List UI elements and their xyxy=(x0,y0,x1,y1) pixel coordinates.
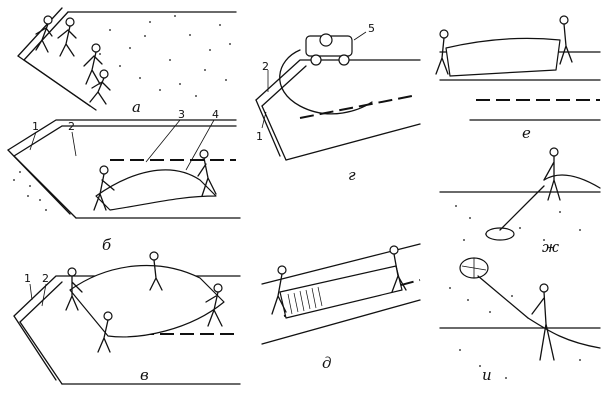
hose xyxy=(527,317,601,349)
callout-2: 2 xyxy=(262,60,269,73)
hose xyxy=(543,174,601,189)
centerline-marking xyxy=(299,95,413,119)
worker-figure xyxy=(531,283,555,361)
vibrating-plate xyxy=(485,227,515,241)
callout-4: 4 xyxy=(212,108,219,121)
worker-figure xyxy=(559,15,573,65)
worker-figure xyxy=(197,149,217,197)
film-sheet xyxy=(95,169,217,211)
panel-b: 1 2 3 4 б xyxy=(7,108,241,254)
worker-figure xyxy=(435,29,449,75)
panel-label: и xyxy=(482,366,492,384)
worker-figure xyxy=(271,265,287,315)
panel-v: 1 2 в xyxy=(13,251,241,385)
worker-figure xyxy=(35,15,53,53)
panel-d: д xyxy=(261,243,421,372)
panel-label: е xyxy=(522,124,531,142)
worker-figure xyxy=(205,283,223,327)
worker-figure xyxy=(543,147,561,201)
hose xyxy=(279,49,373,115)
callout-3: 3 xyxy=(178,108,185,121)
gravel-texture-i xyxy=(449,287,581,379)
gravel-texture-b xyxy=(13,171,47,211)
panel-label: в xyxy=(140,366,149,384)
gravel-texture-zh xyxy=(455,205,581,241)
film-sheet xyxy=(445,37,561,77)
panel-g: 5 2 1 г xyxy=(255,22,421,184)
worker-figure xyxy=(93,165,115,211)
worker-figure xyxy=(149,251,163,291)
callout-1: 1 xyxy=(256,130,263,143)
worker-figure xyxy=(89,69,111,105)
tool-handle xyxy=(499,185,545,231)
callout-5: 5 xyxy=(368,22,375,35)
callout-2: 2 xyxy=(42,272,49,285)
panel-i: и xyxy=(439,257,601,384)
panel-label: ж xyxy=(542,238,559,256)
tool-handle xyxy=(477,275,529,319)
panel-label: д xyxy=(322,354,332,372)
panel-zh: ж xyxy=(439,147,601,256)
worker-figure xyxy=(57,17,77,57)
worker-figure xyxy=(65,267,83,311)
callout-1: 1 xyxy=(32,120,39,133)
callout-2: 2 xyxy=(68,120,75,133)
worker-figure xyxy=(97,311,113,353)
worker-figure xyxy=(83,43,103,85)
panel-label: б xyxy=(102,236,112,254)
panel-e: е xyxy=(435,15,601,142)
panel-label: г xyxy=(348,166,356,184)
roll-hatching xyxy=(287,286,323,315)
panel-label: а xyxy=(132,98,141,116)
gravel-texture-a xyxy=(99,15,231,97)
callout-1: 1 xyxy=(24,272,31,285)
panel-a: а xyxy=(17,7,237,116)
sprayer-cart xyxy=(305,33,353,66)
worker-figure xyxy=(389,245,407,293)
